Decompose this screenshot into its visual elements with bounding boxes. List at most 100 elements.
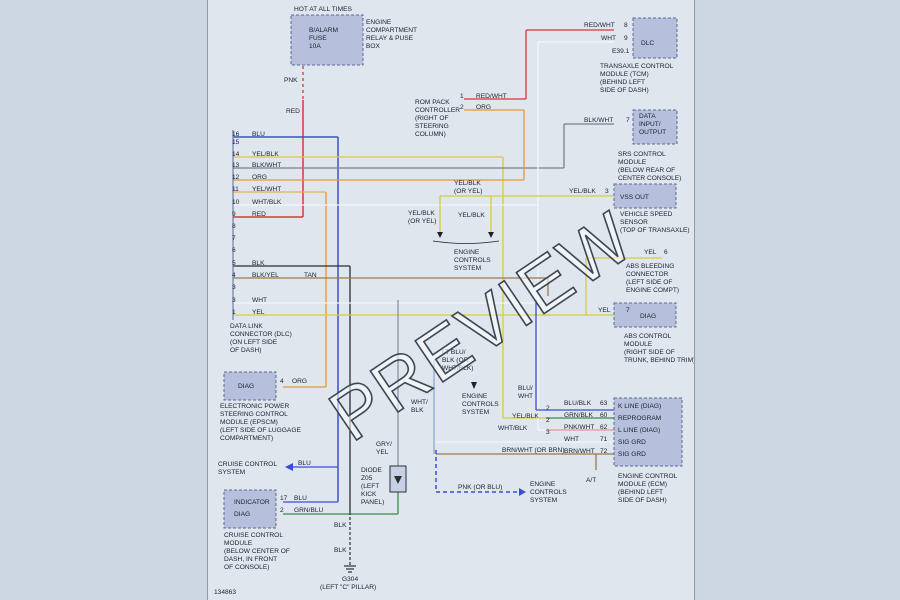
- vss-wire: YEL/BLK: [569, 188, 596, 195]
- fuse-desc-line-0: ENGINE: [366, 19, 392, 26]
- tcm-conn: E39.1: [612, 48, 630, 55]
- srs-box: [632, 109, 678, 145]
- dlc-pin-14-num: 3: [232, 297, 236, 304]
- arrow-cruise: [285, 463, 293, 471]
- cruise-sys-line-1: SYSTEM: [218, 469, 245, 476]
- vss-pin: 3: [605, 188, 609, 195]
- ecs2-line-0: ENGINE: [462, 393, 488, 400]
- romp-desc-line-1: CONTROLLER: [415, 107, 460, 114]
- yelblk-top-1: YEL/BLK: [454, 180, 481, 187]
- vss-desc-line-1: SENSOR: [620, 219, 648, 226]
- ccm-wire-1: BLU: [294, 495, 307, 502]
- diode-symbol: [394, 476, 402, 484]
- eps-desc-line-0: ELECTRONIC POWER: [220, 403, 289, 410]
- romp-desc-line-0: ROM PACK: [415, 99, 450, 106]
- wht-blk-v-line-1: BLK: [411, 407, 424, 414]
- dlc-pin-14-color: WHT: [252, 297, 267, 304]
- vss-box-label: VSS OUT: [620, 194, 649, 201]
- srs-desc-line-0: SRS CONTROL: [618, 151, 666, 158]
- yelblk-left-1: YEL/BLK: [408, 210, 435, 217]
- ccm-pin-1: 17: [280, 495, 288, 502]
- eps-desc-line-2: MODULE (EPSCM): [220, 419, 278, 426]
- ltblu-line-0: LT BLU/: [442, 349, 466, 356]
- arrow-ecs1-right: [488, 232, 494, 238]
- diode-line-2: (LEFT: [361, 483, 379, 490]
- ecm-row-2-wire: PNK/WHT: [564, 424, 594, 431]
- romp-desc-line-3: STEERING: [415, 123, 449, 130]
- ccm-box-label-line-0: INDICATOR: [234, 499, 270, 506]
- dlc-pin-2-num: 14: [232, 151, 240, 158]
- eps-box: [223, 371, 277, 401]
- ecm-row-3-pin: 71: [600, 436, 608, 443]
- cruise-sys-line-0: CRUISE CONTROL: [218, 461, 277, 468]
- dlc-pin-13-num: 3: [232, 284, 236, 291]
- dlc-pin-11-num: 5: [232, 260, 236, 267]
- tcm-desc-line-2: (BEHIND LEFT: [600, 79, 645, 86]
- ecm-desc-line-2: (BEHIND LEFT: [618, 489, 663, 496]
- arrow-ecs2: [471, 382, 477, 389]
- blu-wht-line-1: WHT: [518, 393, 533, 400]
- figure-id: 134863: [214, 589, 236, 596]
- eps-pin: 4: [280, 378, 284, 385]
- diode-line-0: DIODE: [361, 467, 382, 474]
- blk-1: BLK: [334, 522, 347, 529]
- dlc-pin-6-color: WHT/BLK: [252, 199, 282, 206]
- dlc-pin-4-color: ORG: [252, 174, 267, 181]
- ecm-row-0-pin: 63: [600, 400, 608, 407]
- cruise-wire: BLU: [298, 460, 311, 467]
- dlc-pin-1-num: 15: [232, 139, 240, 146]
- dlc-pin-4-num: 12: [232, 174, 240, 181]
- srs-desc-line-1: MODULE: [618, 159, 647, 166]
- romp-wire-1: RED/WHT: [476, 93, 507, 100]
- ecs2-line-1: CONTROLS: [462, 401, 499, 408]
- eps-desc-line-4: COMPARTMENT): [220, 435, 273, 442]
- dlc-pin-7-num: 9: [232, 211, 236, 218]
- eps-desc-line-1: STEERING CONTROL: [220, 411, 288, 418]
- srs-pin: 7: [626, 117, 630, 124]
- srs-desc-line-2: (BELOW REAR OF: [618, 167, 675, 174]
- abs-mod-wire: YEL: [598, 307, 611, 314]
- dlc-desc-line-2: (ON LEFT SIDE: [230, 339, 278, 346]
- ltblu-line-1: BLK (OR: [442, 357, 469, 364]
- ccm-wire-2: GRN/BLU: [294, 507, 324, 514]
- abs-mod-desc-line-0: ABS CONTROL: [624, 333, 672, 340]
- dlc-pin-12-color: BLK/YEL: [252, 272, 279, 279]
- ecm-row-2-pin: 62: [600, 424, 608, 431]
- dlc-pin-0-color: BLU: [252, 131, 265, 138]
- ecm-row-0-wire: BLU/BLK: [564, 400, 592, 407]
- ecm-left-pin-3: 3: [546, 429, 550, 436]
- romp-desc-line-2: (RIGHT OF: [415, 115, 449, 122]
- abs-module-box: [613, 302, 677, 328]
- ecm-row-2-fn: L LINE (DIAG): [618, 427, 660, 434]
- dlc-pin-5-num: 11: [232, 186, 239, 193]
- dlc-pin-12-num: 4: [232, 272, 236, 279]
- ecm-left-wire-2: WHT/BLK: [498, 425, 528, 432]
- blk-2: BLK: [334, 547, 347, 554]
- ecs1-line-1: CONTROLS: [454, 257, 491, 264]
- srs-box-label-line-0: DATA: [639, 113, 656, 120]
- ecs1-line-0: ENGINE: [454, 249, 480, 256]
- tcm-box-label: DLC: [641, 40, 654, 47]
- dlc-pin-7-color: RED: [252, 211, 266, 218]
- romp-desc-line-4: COLUMN): [415, 131, 446, 138]
- ecm-left-wire-3: BRN/WHT (OR BRN): [502, 447, 565, 454]
- tcm-wire-2: WHT: [601, 35, 616, 42]
- abs-conn-desc-line-2: (LEFT SIDE OF: [626, 279, 672, 286]
- ecm-desc-line-1: MODULE (ECM): [618, 481, 667, 488]
- vss-desc-line-2: (TOP OF TRANSAXLE): [620, 227, 690, 234]
- abs-conn-wire: YEL: [644, 249, 657, 256]
- tcm-pin-2: 9: [624, 35, 628, 42]
- ecm-row-1-wire: GRN/BLK: [564, 412, 594, 419]
- dlc-pin-10-num: 6: [232, 247, 236, 254]
- abs-conn-desc-line-3: ENGINE COMPT): [626, 287, 679, 294]
- ecm-row-1-pin: 60: [600, 412, 608, 419]
- abs-mod-desc-line-1: MODULE: [624, 341, 653, 348]
- arrow-ecs3: [519, 488, 526, 496]
- tcm-wire-1: RED/WHT: [584, 22, 615, 29]
- fuse-header: HOT AT ALL TIMES: [294, 6, 353, 13]
- srs-box-label-line-1: INPUT/: [639, 121, 661, 128]
- abs-conn-pin: 6: [664, 249, 668, 256]
- abs-mod-pin: 7: [626, 307, 630, 314]
- label-tan: TAN: [304, 272, 317, 279]
- arrow-ecs1-left: [437, 232, 443, 238]
